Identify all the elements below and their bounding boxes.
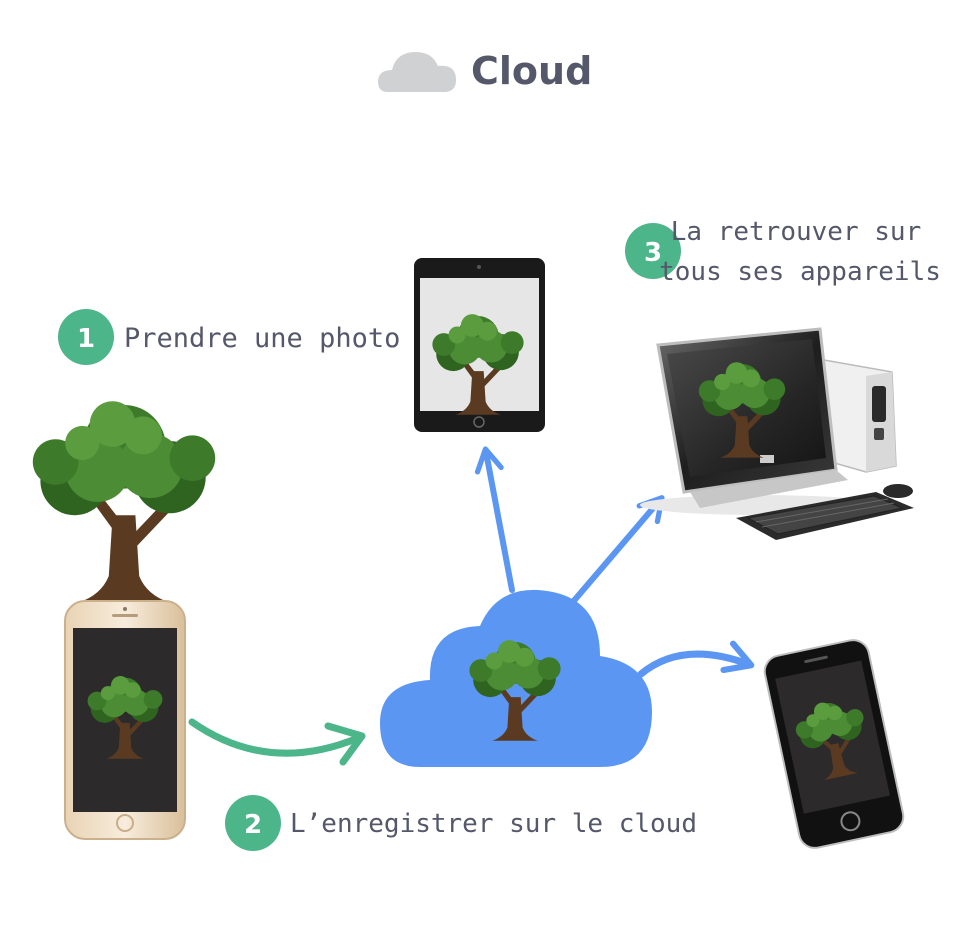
step-3-label-line-2: tous ses appareils [659,257,941,287]
page-title: Cloud [471,49,592,93]
sync-arrows [474,446,755,678]
title-cloud-icon [378,52,456,92]
upload-arrow [188,718,362,757]
step-2-number: 2 [244,810,262,840]
desktop-computer-icon [640,327,914,540]
arrow-to-desktop [569,495,665,606]
step-3-badge [625,223,681,279]
arrow-to-phone [637,640,755,678]
upload-arrow-head [324,722,366,766]
cloud-icon [380,589,652,767]
tree-icon [32,401,216,603]
step-2-badge [225,795,281,851]
step-3-number: 3 [644,238,662,268]
tablet-icon [414,258,545,432]
step-1-number: 1 [77,324,95,354]
arrow-to-tablet [474,446,515,593]
step-1-label: Prendre une photo [124,323,400,354]
smartphone-right-icon [763,639,905,849]
step-2-label: L’enregistrer sur le cloud [290,809,697,839]
step-1-badge [58,309,114,365]
smartphone-icon [64,600,186,840]
step-3-label-line-1: La retrouver sur [671,217,921,247]
